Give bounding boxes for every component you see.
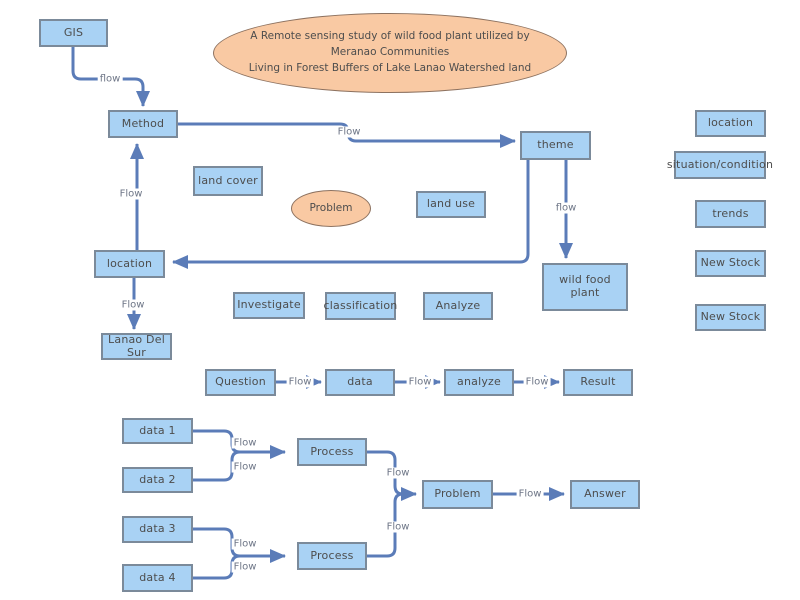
node-theme[interactable]: theme	[520, 131, 591, 160]
node-data3[interactable]: data 3	[122, 516, 193, 543]
node-analyze2[interactable]: analyze	[444, 369, 514, 396]
flow-label-data2-merge: Flow	[231, 461, 259, 473]
node-right-location[interactable]: location	[695, 110, 766, 137]
node-wild-food-plant[interactable]: wild food plant	[542, 263, 628, 311]
flow-label-gis-method: flow	[97, 73, 123, 85]
flow-label-data3-merge: Flow	[231, 538, 259, 550]
node-analyze[interactable]: Analyze	[423, 292, 493, 320]
node-method[interactable]: Method	[108, 110, 178, 138]
node-new-stock-2[interactable]: New Stock	[695, 304, 766, 331]
node-lanao-del-sur[interactable]: Lanao Del Sur	[101, 333, 172, 360]
flow-label-process2-out: Flow	[384, 521, 412, 533]
flow-label-location-lanao: Flow	[119, 299, 147, 311]
node-investigate[interactable]: Investigate	[233, 292, 305, 319]
flow-label-method-theme: Flow	[335, 126, 363, 138]
node-data1[interactable]: data 1	[122, 418, 193, 444]
node-problem[interactable]: Problem	[422, 480, 493, 509]
node-situation-condition[interactable]: situation/condition	[667, 151, 773, 179]
node-problem-ellipse[interactable]: Problem	[291, 190, 371, 227]
flow-label-data4-merge: Flow	[231, 561, 259, 573]
node-data[interactable]: data	[325, 369, 395, 396]
flow-label-location-method: Flow	[117, 188, 145, 200]
connector-process2-problem	[367, 492, 404, 558]
node-new-stock-1[interactable]: New Stock	[695, 250, 766, 277]
connector-theme-location	[172, 160, 530, 269]
flow-label-question-data: Flow	[286, 376, 314, 388]
flow-label-data1-merge: Flow	[231, 437, 259, 449]
flow-label-data-analyze: Flow	[406, 376, 434, 388]
problem-ellipse-label: Problem	[309, 201, 353, 214]
node-trends[interactable]: trends	[695, 200, 766, 228]
flow-label-process1-out: Flow	[384, 467, 412, 479]
node-process1[interactable]: Process	[297, 438, 367, 466]
node-process2[interactable]: Process	[297, 542, 367, 570]
node-land-cover[interactable]: land cover	[193, 166, 263, 196]
node-result[interactable]: Result	[563, 369, 633, 396]
node-land-use[interactable]: land use	[416, 191, 486, 218]
title-ellipse[interactable]: A Remote sensing study of wild food plan…	[213, 13, 567, 93]
node-data2[interactable]: data 2	[122, 467, 193, 493]
flow-label-analyze-result: Flow	[523, 376, 551, 388]
flow-label-theme-wild-food: flow	[553, 202, 579, 214]
node-answer[interactable]: Answer	[570, 480, 640, 509]
node-gis[interactable]: GIS	[39, 19, 108, 47]
title-line-1: A Remote sensing study of wild food plan…	[250, 30, 530, 59]
node-data4[interactable]: data 4	[122, 564, 193, 592]
node-classification[interactable]: classification	[324, 292, 397, 320]
flow-label-problem-answer: Flow	[516, 488, 544, 500]
node-question[interactable]: Question	[205, 369, 276, 396]
title-line-2: Living in Forest Buffers of Lake Lanao W…	[248, 61, 532, 74]
node-location[interactable]: location	[94, 250, 165, 278]
